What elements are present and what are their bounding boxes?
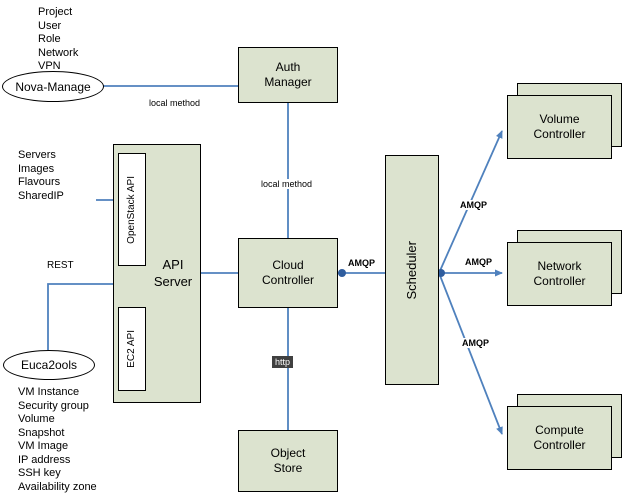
edge-label-amqp-compute: AMQP — [461, 338, 490, 348]
list-item: Availability zone — [18, 480, 97, 493]
edge-label-local-method-mid: local method — [260, 179, 314, 189]
list-item: Volume — [18, 413, 55, 425]
ec2-api-node: EC2 API — [118, 307, 146, 391]
object-store-node: Object Store — [238, 430, 338, 492]
list-item: VM Image — [18, 440, 69, 452]
edge-label-amqp-network: AMQP — [464, 257, 493, 267]
api-server-node: OpenStack API EC2 API API Server — [113, 144, 201, 403]
openstack-api-node: OpenStack API — [118, 153, 146, 266]
edge-label-amqp-volume: AMQP — [459, 200, 488, 210]
scheduler-label: Scheduler — [403, 240, 419, 300]
cloud-controller-node: Cloud Controller — [238, 238, 338, 308]
ec2-api-label: EC2 API — [125, 330, 137, 368]
compute-controller-node: Compute Controller — [507, 406, 612, 470]
edge-scheduler-computecontroller — [438, 272, 503, 435]
euca2ools-node: Euca2ools — [3, 350, 95, 380]
list-item: IP address — [18, 453, 71, 466]
api-server-label: API Server — [153, 256, 193, 289]
list-item: Project — [38, 6, 73, 18]
volume-controller-node: Volume Controller — [507, 95, 612, 159]
euca2ools-label: Euca2ools — [20, 358, 78, 372]
edge-euca2ools-apiserver — [47, 283, 113, 350]
list-item: Snapshot — [18, 426, 65, 439]
junction-dot-cloudcontroller — [338, 269, 346, 277]
edge-label-rest: REST — [46, 260, 75, 271]
list-item: Images — [18, 162, 55, 175]
auth-manager-node: Auth Manager — [238, 47, 338, 103]
list-item: Role — [38, 33, 61, 45]
list-item: User — [38, 19, 62, 32]
nova-manage-command-list: Project User Role Network VPN — [38, 6, 78, 74]
edge-label-local-method-top: local method — [148, 98, 202, 108]
scheduler-node: Scheduler — [385, 155, 439, 385]
openstack-api-label: OpenStack API — [125, 175, 137, 244]
nova-manage-label: Nova-Manage — [15, 79, 91, 94]
list-item: SSH key — [18, 467, 61, 479]
list-item: Flavours — [18, 176, 61, 188]
nova-manage-node: Nova-Manage — [2, 71, 104, 102]
list-item: VPN — [38, 60, 61, 72]
list-item: Servers — [18, 149, 56, 161]
list-item: Network — [38, 46, 79, 59]
junction-dot-scheduler — [437, 269, 445, 277]
edge-label-amqp-cloud-scheduler: AMQP — [347, 258, 376, 268]
euca2ools-resource-list: VM Instance Security group Volume Snapsh… — [18, 386, 97, 494]
list-item: Security group — [18, 399, 89, 412]
api-resource-list: Servers Images Flavours SharedIP — [18, 149, 64, 203]
list-item: SharedIP — [18, 189, 64, 202]
network-controller-node: Network Controller — [507, 242, 612, 306]
edge-label-http: http — [272, 356, 294, 368]
list-item: VM Instance — [18, 386, 80, 398]
